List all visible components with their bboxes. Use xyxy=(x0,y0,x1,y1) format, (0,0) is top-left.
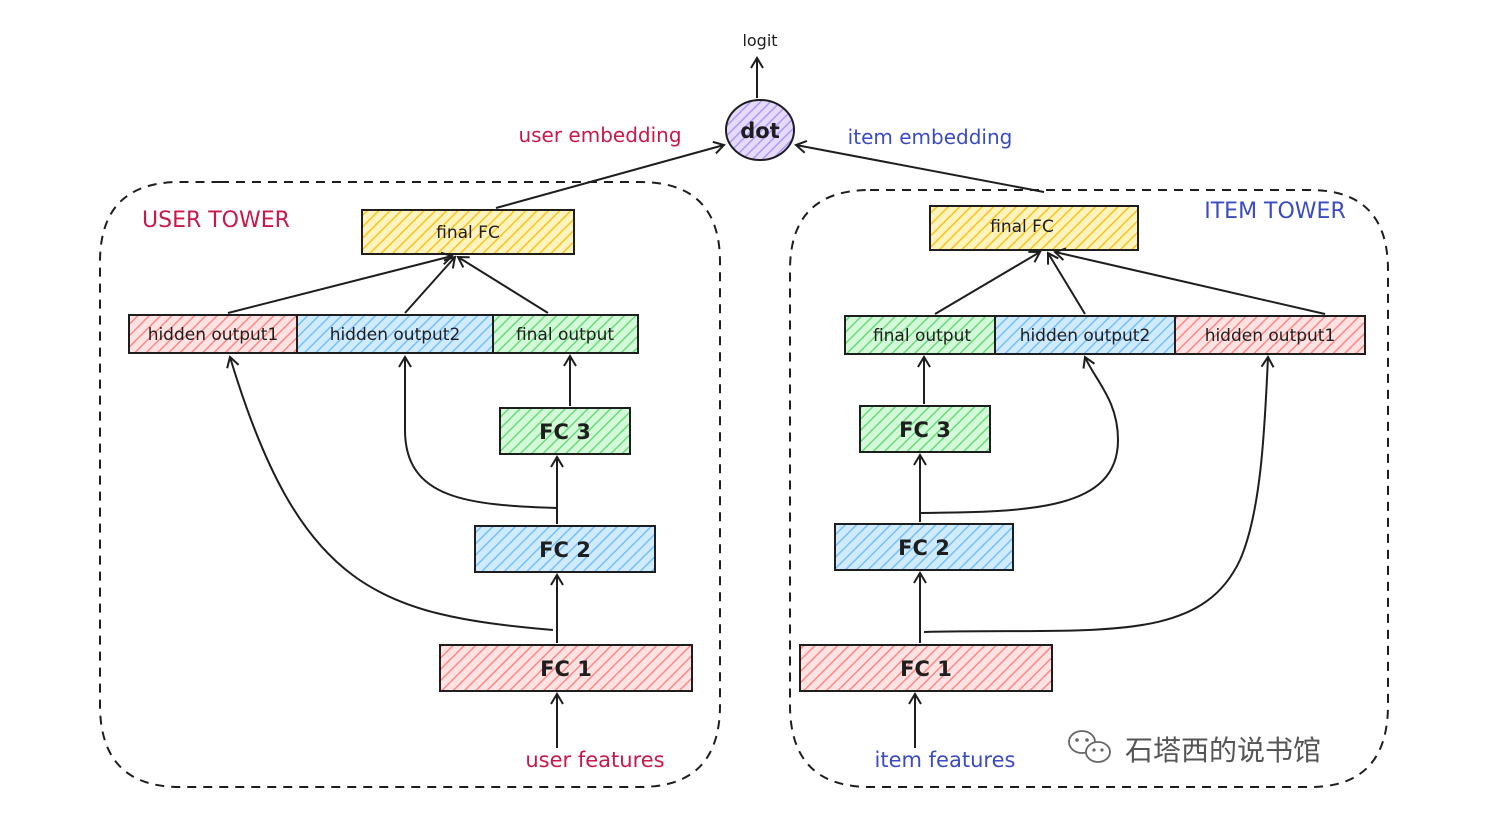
item-fc3-label: FC 3 xyxy=(899,418,951,442)
arrow-user-hidden2-to-finalfc xyxy=(404,255,457,314)
user-tower-container xyxy=(99,181,721,788)
item-fc3-box: FC 3 xyxy=(859,405,991,453)
user-fc1-box: FC 1 xyxy=(439,644,693,692)
item-final-fc-box: final FC xyxy=(929,205,1139,251)
item-fc2-box: FC 2 xyxy=(834,523,1014,571)
item-hidden-output1-label: hidden output1 xyxy=(1205,326,1336,346)
item-final-output-label: final output xyxy=(873,326,971,346)
arrow-user-final-output-to-finalfc xyxy=(456,255,549,314)
item-tower-container xyxy=(789,189,1389,788)
user-fc2-label: FC 2 xyxy=(539,538,591,562)
user-hidden-output2-label: hidden output2 xyxy=(330,325,461,345)
item-embedding-label: item embedding xyxy=(848,125,1013,149)
arrow-item-final-output-to-finalfc xyxy=(934,250,1042,315)
user-hidden-output1-label: hidden output1 xyxy=(148,325,279,345)
user-final-fc-box: final FC xyxy=(361,209,575,255)
dot-node: dot xyxy=(725,99,795,161)
item-final-fc-label: final FC xyxy=(990,217,1054,237)
arrow-item-fc1-to-hidden1 xyxy=(923,355,1275,633)
item-hidden-output2-label: hidden output2 xyxy=(1020,326,1151,346)
arrow-user-hidden1-to-finalfc xyxy=(227,251,454,314)
user-hidden-output2-box: hidden output2 xyxy=(296,314,494,354)
arrow-item-fc2-to-hidden2 xyxy=(919,355,1120,514)
user-final-output-label: final output xyxy=(516,325,614,345)
user-fc3-label: FC 3 xyxy=(539,420,591,444)
arrow-item-hidden2-to-finalfc xyxy=(1046,251,1086,315)
item-fc2-label: FC 2 xyxy=(898,536,950,560)
arrow-user-fc2-to-hidden2 xyxy=(398,355,558,509)
dot-label: dot xyxy=(740,119,780,143)
user-final-output-box: final output xyxy=(492,314,639,354)
user-final-fc-label: final FC xyxy=(436,223,500,243)
user-fc3-box: FC 3 xyxy=(499,407,631,455)
item-final-output-box: final output xyxy=(844,315,996,355)
user-hidden-output1-box: hidden output1 xyxy=(128,314,298,354)
user-fc2-box: FC 2 xyxy=(474,525,656,573)
item-tower-title: ITEM TOWER xyxy=(1204,199,1346,224)
watermark-text: 石塔西的说书馆 xyxy=(1125,734,1321,767)
arrow-user-fc1-to-hidden1 xyxy=(226,355,554,631)
arrow-item-finalfc-to-dot xyxy=(794,140,1045,193)
item-fc1-label: FC 1 xyxy=(900,657,952,681)
user-fc1-label: FC 1 xyxy=(540,657,592,681)
logit-label: logit xyxy=(742,31,777,50)
user-embedding-label: user embedding xyxy=(518,123,681,147)
user-features-label: user features xyxy=(525,748,664,772)
item-fc1-box: FC 1 xyxy=(799,644,1053,692)
arrow-user-finalfc-to-dot xyxy=(495,140,726,209)
item-hidden-output1-box: hidden output1 xyxy=(1174,315,1366,355)
item-hidden-output2-box: hidden output2 xyxy=(994,315,1176,355)
watermark: 石塔西的说书馆 xyxy=(1068,730,1321,767)
user-tower-title: USER TOWER xyxy=(142,208,290,233)
wechat-icon xyxy=(1068,730,1111,763)
item-features-label: item features xyxy=(875,748,1016,772)
arrow-item-hidden1-to-finalfc xyxy=(1053,247,1326,315)
